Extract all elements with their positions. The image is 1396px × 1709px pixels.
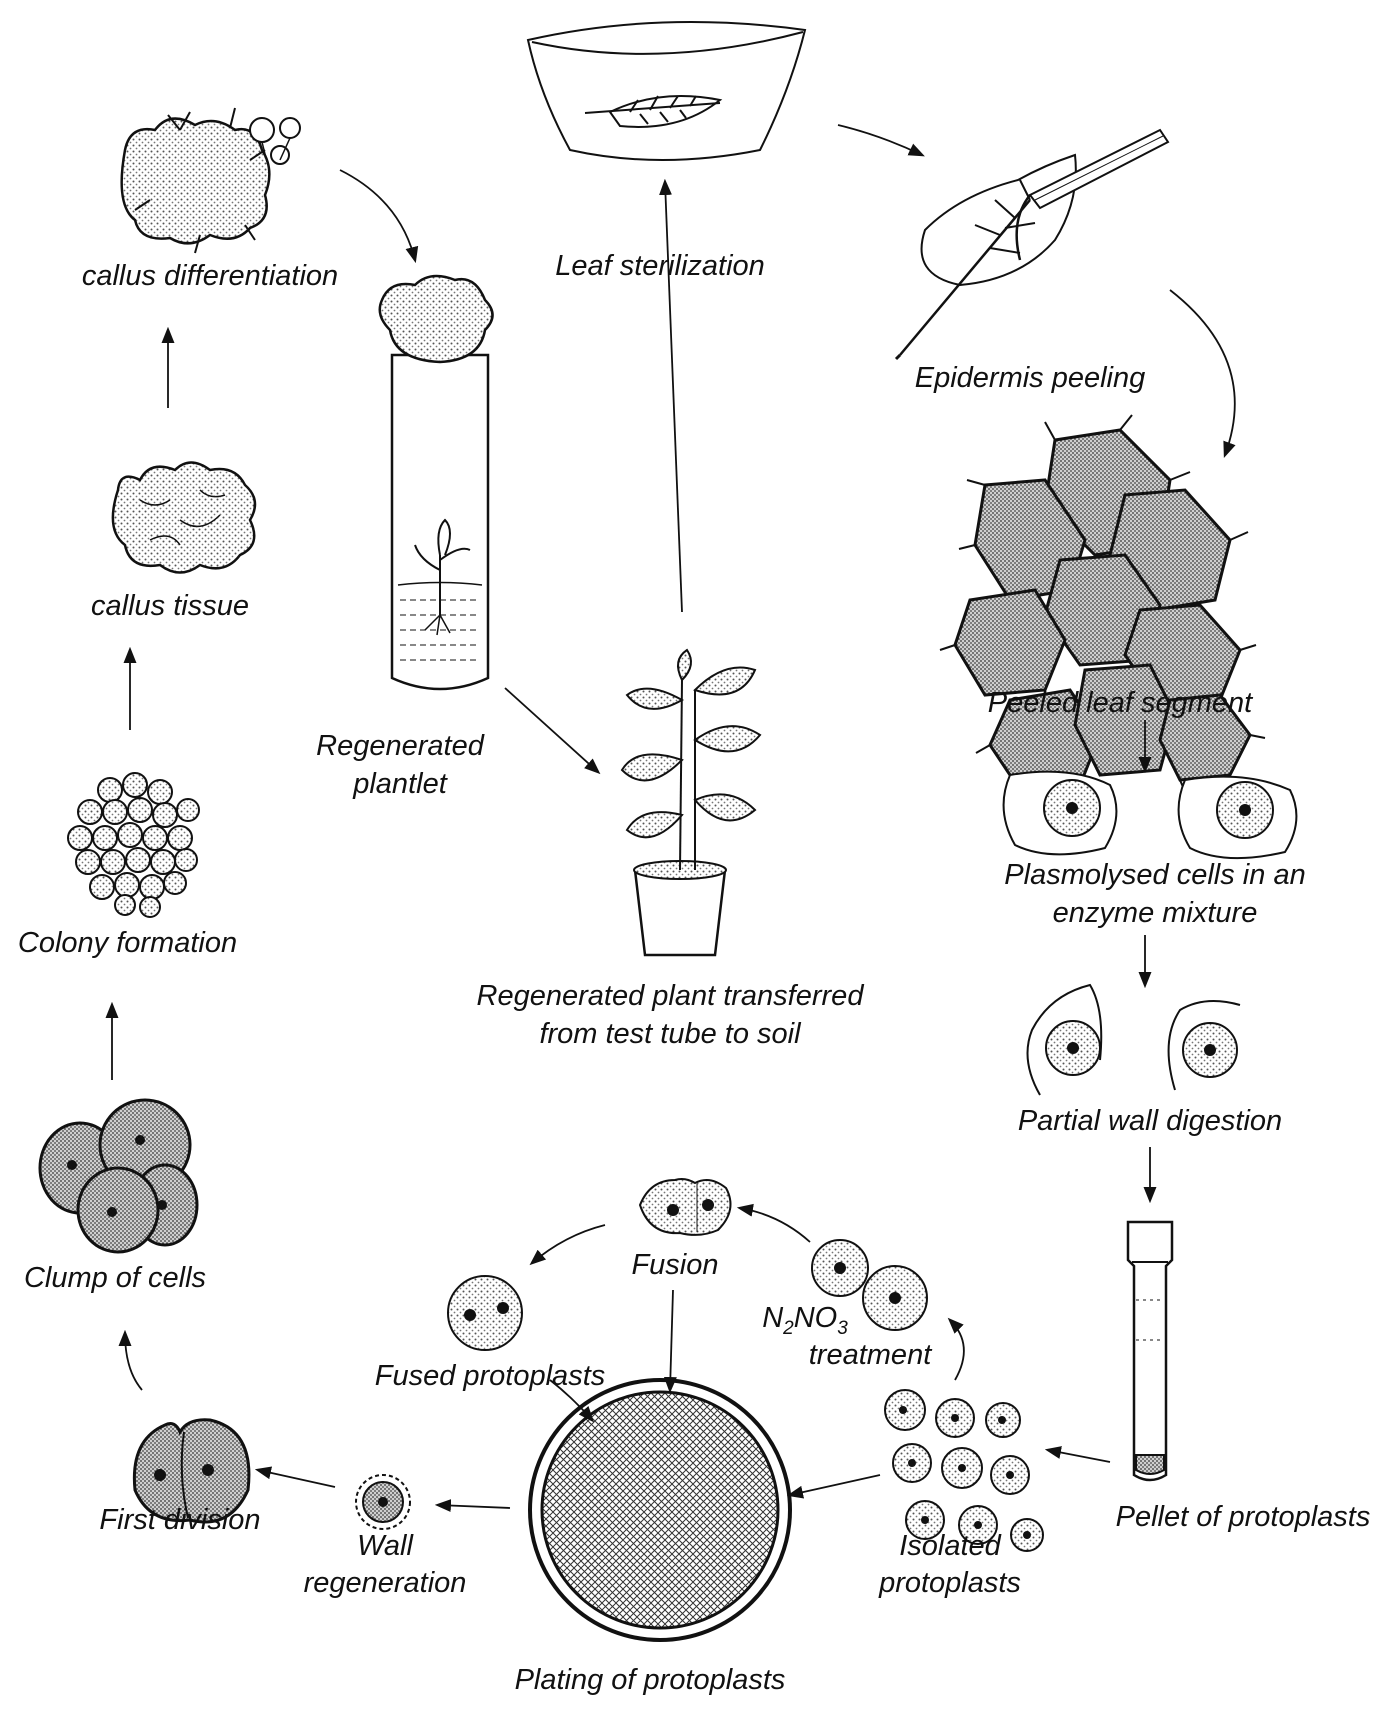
- label-colony-formation: Colony formation: [17, 927, 238, 959]
- pellet-tube-illustration: [1126, 1220, 1174, 1482]
- label-isolated-line2: protoplasts: [879, 1567, 1021, 1599]
- arrow-fusion-to-fused: [529, 1224, 606, 1266]
- arrow-isolated-to-treatment: [947, 1317, 965, 1381]
- label-treatment-formula: N2NO3: [730, 1300, 880, 1347]
- label-plating-of-protoplasts: Plating of protoplasts: [514, 1664, 786, 1696]
- label-partial-wall-digestion: Partial wall digestion: [1017, 1105, 1283, 1137]
- arrow-fusion-to-plating: [663, 1289, 677, 1394]
- arrow-pellet-to-isolated: [1044, 1446, 1111, 1463]
- label-plantlet-line1: Regenerated: [316, 730, 484, 762]
- label-wall-line1: Wall: [357, 1530, 413, 1562]
- peeled-leaf-segment-illustration: [939, 414, 1266, 806]
- arrow-isolated-to-plating: [786, 1474, 881, 1499]
- label-peeled-leaf-segment: Peeled leaf segment: [987, 687, 1253, 719]
- label-treatment: treatment: [808, 1339, 932, 1371]
- label-plasmolysed-line1: Plasmolysed cells in an: [1004, 859, 1306, 891]
- fusion-doublet-illustration: [638, 1178, 732, 1236]
- first-division-illustration: [132, 1418, 251, 1524]
- label-pellet-of-protoplasts: Pellet of protoplasts: [1115, 1501, 1371, 1533]
- arrow-peeling-to-segment: [1169, 289, 1236, 459]
- treatment-protoplasts-illustration: [811, 1239, 928, 1331]
- arrow-fused-to-plating: [549, 1379, 595, 1423]
- label-callus-tissue: callus tissue: [91, 590, 249, 622]
- label-plasmolysed-line2: enzyme mixture: [1052, 897, 1258, 929]
- potted-plant-illustration: [620, 648, 762, 957]
- arrow-treatment-to-fusion: [736, 1203, 811, 1243]
- colony-illustration: [67, 772, 200, 918]
- sterilization-jar-illustration: [526, 21, 807, 161]
- arrow-soil-to-sterilization: [659, 178, 683, 613]
- label-clump-of-cells: Clump of cells: [23, 1262, 207, 1294]
- label-fused-protoplasts: Fused protoplasts: [374, 1360, 606, 1392]
- arrow-first-division-to-clump: [118, 1329, 143, 1391]
- label-callus-differentiation: callus differentiation: [81, 260, 339, 292]
- label-soil-line1: Regenerated plant transferred: [476, 980, 864, 1012]
- treatment-sub1: 2: [783, 1317, 794, 1339]
- test-tube-plantlet-illustration: [378, 274, 494, 691]
- treatment-sub2: 3: [837, 1317, 848, 1339]
- clump-of-cells-illustration: [38, 1098, 199, 1254]
- label-fusion: Fusion: [631, 1249, 719, 1281]
- callus-tissue-illustration: [111, 461, 257, 574]
- label-plantlet-line2: plantlet: [353, 768, 447, 800]
- isolated-protoplasts-illustration: [884, 1389, 1044, 1552]
- label-soil-line2: from test tube to soil: [539, 1018, 801, 1050]
- label-wall-line2: regeneration: [303, 1567, 467, 1599]
- label-isolated-line1: Isolated: [899, 1530, 1001, 1562]
- wall-regenerated-cell-illustration: [355, 1474, 411, 1530]
- petri-dish-illustration: [528, 1378, 792, 1642]
- label-first-division: First division: [99, 1504, 261, 1536]
- treatment-n: N: [762, 1302, 784, 1334]
- arrow-wall-to-first-division: [254, 1466, 336, 1488]
- callus-differentiation-illustration: [120, 107, 301, 254]
- partial-wall-digestion-illustration: [1026, 983, 1241, 1096]
- fused-protoplast-illustration: [447, 1275, 523, 1351]
- plasmolysed-cells-illustration: [1002, 770, 1298, 860]
- epidermis-peeling-illustration: [894, 128, 1170, 361]
- flow-arrows: [105, 124, 1236, 1513]
- treatment-no: NO: [793, 1302, 838, 1334]
- arrow-plating-to-wall: [434, 1499, 511, 1513]
- arrow-plantlet-to-soil: [504, 687, 601, 775]
- label-leaf-sterilization: Leaf sterilization: [555, 250, 765, 282]
- label-epidermis-peeling: Epidermis peeling: [914, 362, 1146, 394]
- arrow-differentiation-to-plantlet: [339, 169, 419, 264]
- arrow-jar-to-peeling: [837, 124, 925, 157]
